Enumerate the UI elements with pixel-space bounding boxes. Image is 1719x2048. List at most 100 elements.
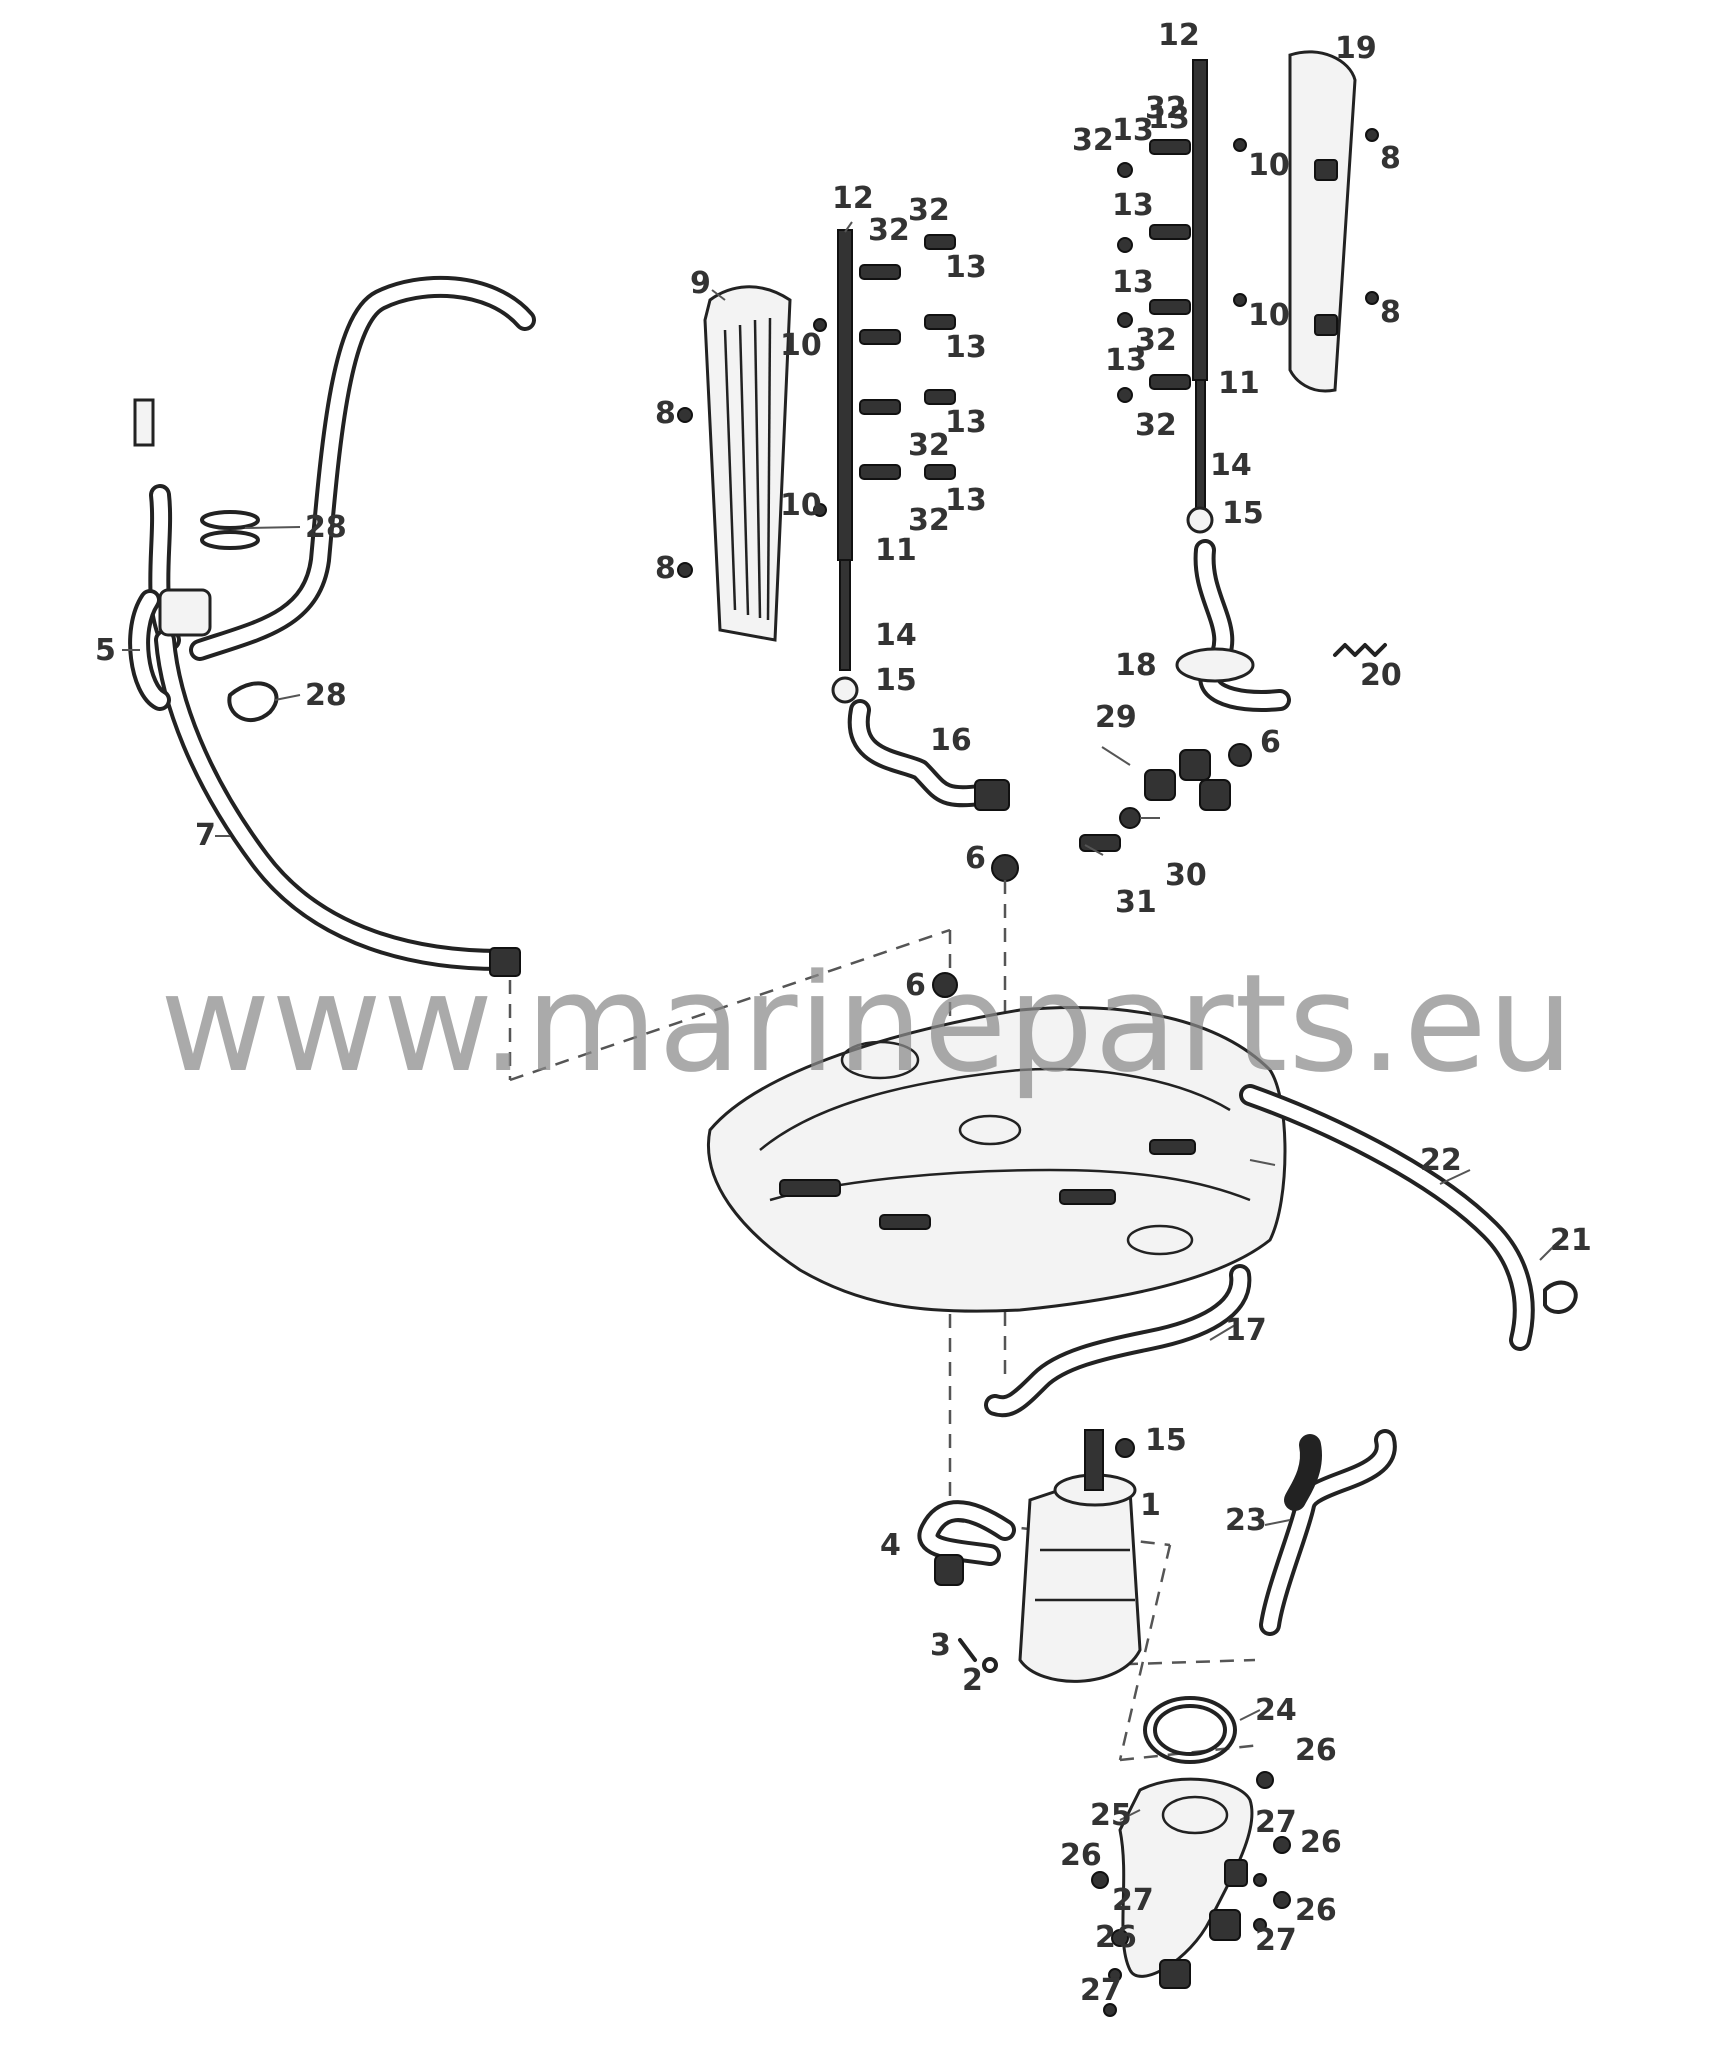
callout-1: 1 bbox=[1140, 1488, 1161, 1523]
callout-13: 13 bbox=[1112, 113, 1154, 148]
fuel-filter-body-1 bbox=[1018, 1488, 1142, 1683]
hose-check-valve bbox=[133, 398, 155, 447]
callout-6: 6 bbox=[905, 968, 926, 1003]
callout-6: 6 bbox=[965, 841, 986, 876]
seal-15-left bbox=[831, 676, 859, 704]
callout-20: 20 bbox=[1360, 658, 1402, 693]
callout-18: 18 bbox=[1115, 648, 1157, 683]
callout-32: 32 bbox=[908, 428, 950, 463]
fuel-rail-tube-14-right bbox=[1195, 379, 1206, 511]
callout-26: 26 bbox=[1300, 1825, 1342, 1860]
hose-end-fitting bbox=[489, 947, 521, 977]
clamp-28-upper bbox=[200, 510, 260, 530]
callout-12: 12 bbox=[1158, 18, 1200, 53]
callout-15: 15 bbox=[1222, 496, 1264, 531]
left-hose-assembly bbox=[128, 275, 536, 977]
callout-13: 13 bbox=[1105, 343, 1147, 378]
rail-cover-right bbox=[1288, 50, 1357, 393]
callout-13: 13 bbox=[1112, 265, 1154, 300]
hose-4-end bbox=[934, 1554, 964, 1586]
callout-27: 27 bbox=[1255, 1923, 1297, 1958]
regulator-18 bbox=[1175, 647, 1255, 683]
seal-15-filter bbox=[1115, 1438, 1135, 1458]
callout-21: 21 bbox=[1550, 1223, 1592, 1258]
fuel-filter-assembly bbox=[917, 1429, 1142, 1683]
callout-5: 5 bbox=[95, 633, 116, 668]
callout-9: 9 bbox=[690, 266, 711, 301]
clamp-21 bbox=[1543, 1280, 1578, 1314]
callout-26: 26 bbox=[1095, 1920, 1137, 1955]
callout-22: 22 bbox=[1420, 1143, 1462, 1178]
fuel-rail-right bbox=[1192, 59, 1208, 381]
callout-14: 14 bbox=[1210, 448, 1252, 483]
callout-32: 32 bbox=[1072, 123, 1114, 158]
left-fuel-rail-assembly bbox=[677, 229, 1019, 882]
callout-25: 25 bbox=[1090, 1798, 1132, 1833]
callout-13: 13 bbox=[945, 483, 987, 518]
watermark-text: www.marineparts.eu bbox=[160, 945, 1574, 1102]
callout-10: 10 bbox=[780, 488, 822, 523]
seal-15-right bbox=[1186, 506, 1214, 534]
callout-27: 27 bbox=[1255, 1805, 1297, 1840]
callout-3: 3 bbox=[930, 1628, 951, 1663]
callout-2: 2 bbox=[962, 1663, 983, 1698]
callout-11: 11 bbox=[875, 533, 917, 568]
callout-4: 4 bbox=[880, 1528, 901, 1563]
fuel-rail-left bbox=[837, 229, 853, 561]
right-fuel-rail-assembly bbox=[1079, 50, 1387, 852]
callout-32: 32 bbox=[1135, 408, 1177, 443]
filter-outlet bbox=[1084, 1429, 1104, 1491]
callout-13: 13 bbox=[1112, 188, 1154, 223]
callout-12: 12 bbox=[832, 181, 874, 216]
callout-27: 27 bbox=[1112, 1883, 1154, 1918]
callout-10: 10 bbox=[1248, 298, 1290, 333]
callout-17: 17 bbox=[1225, 1313, 1267, 1348]
callout-31: 31 bbox=[1115, 885, 1157, 920]
callout-28: 28 bbox=[305, 678, 347, 713]
callout-32: 32 bbox=[868, 213, 910, 248]
callout-13: 13 bbox=[945, 250, 987, 285]
callout-32: 32 bbox=[1135, 323, 1177, 358]
grommet-6-upper bbox=[991, 854, 1019, 882]
callout-10: 10 bbox=[1248, 148, 1290, 183]
callout-24: 24 bbox=[1255, 1693, 1297, 1728]
callout-labels: 1 2 3 4 5 6 6 6 7 8 8 8 8 9 10 10 10 10 … bbox=[95, 18, 1592, 2008]
callout-14: 14 bbox=[875, 618, 917, 653]
leader-lines bbox=[122, 221, 1556, 1821]
callout-6: 6 bbox=[1260, 725, 1281, 760]
callout-13: 13 bbox=[945, 405, 987, 440]
clamp-28-lower bbox=[227, 681, 279, 723]
callout-32: 32 bbox=[908, 503, 950, 538]
washer-2 bbox=[982, 1657, 998, 1673]
fuel-rail-tube-14-left bbox=[839, 559, 851, 671]
bolt-3 bbox=[958, 1638, 977, 1662]
hose-junction-block bbox=[158, 588, 212, 637]
callout-7: 7 bbox=[195, 818, 216, 853]
callout-8: 8 bbox=[655, 551, 676, 586]
fuel-hoses-lower bbox=[984, 1084, 1578, 1636]
callout-13: 13 bbox=[1148, 101, 1190, 136]
callout-23: 23 bbox=[1225, 1503, 1267, 1538]
callout-11: 11 bbox=[1218, 366, 1260, 401]
gasket-24 bbox=[1143, 1696, 1237, 1764]
callout-28: 28 bbox=[305, 510, 347, 545]
callout-8: 8 bbox=[655, 396, 676, 431]
callout-32: 32 bbox=[908, 193, 950, 228]
callout-15: 15 bbox=[875, 663, 917, 698]
callout-32: 32 bbox=[1145, 91, 1187, 126]
callout-30: 30 bbox=[1165, 858, 1207, 893]
engine-block-plate bbox=[707, 972, 1287, 1313]
callout-26: 26 bbox=[1060, 1838, 1102, 1873]
callout-10: 10 bbox=[780, 328, 822, 363]
callout-26: 26 bbox=[1295, 1893, 1337, 1928]
callout-16: 16 bbox=[930, 723, 972, 758]
hose-16-elbow bbox=[974, 779, 1010, 811]
callout-8: 8 bbox=[1380, 295, 1401, 330]
callout-27: 27 bbox=[1080, 1973, 1122, 2008]
callout-15: 15 bbox=[1145, 1423, 1187, 1458]
grommet-6-lower bbox=[932, 972, 958, 998]
callout-13: 13 bbox=[945, 330, 987, 365]
callout-8: 8 bbox=[1380, 141, 1401, 176]
callout-29: 29 bbox=[1095, 700, 1137, 735]
